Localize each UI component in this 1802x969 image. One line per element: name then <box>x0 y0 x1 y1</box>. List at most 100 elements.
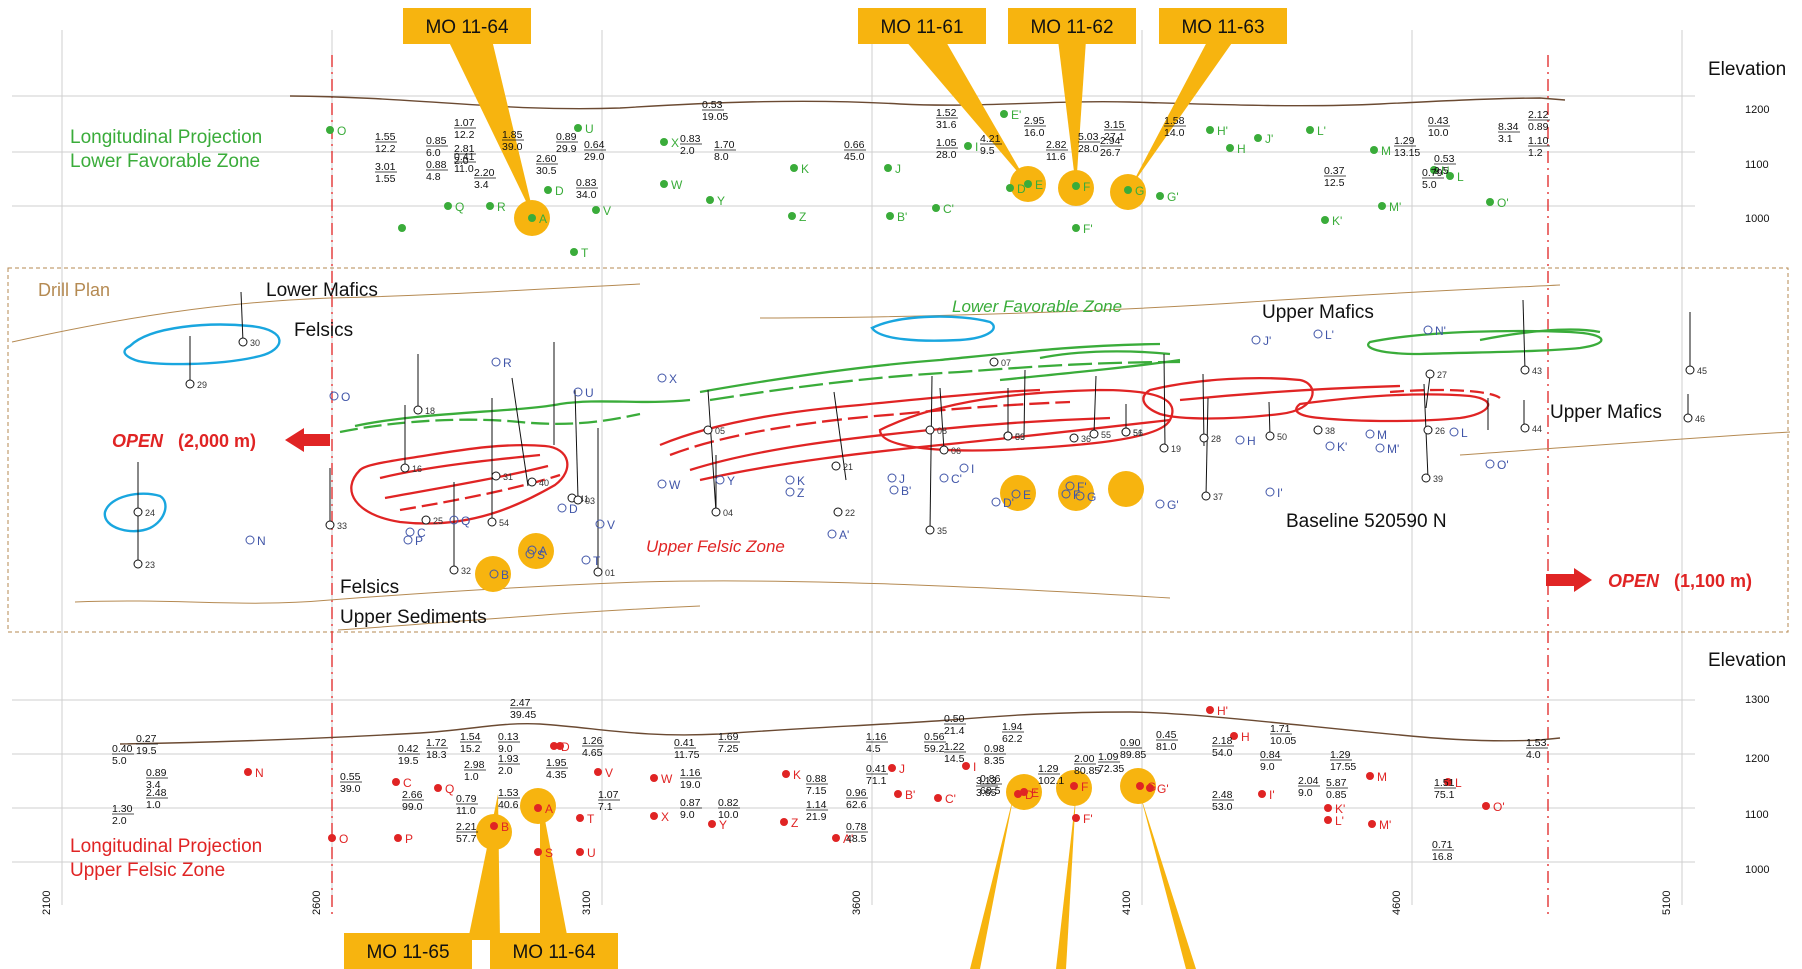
drill-collar <box>133 559 143 569</box>
assay-value: 2.18 <box>1212 735 1233 747</box>
callout-box <box>403 8 531 44</box>
red-point <box>392 778 400 786</box>
green-point <box>964 142 972 150</box>
upper-title-line-2: Lower Favorable Zone <box>70 151 260 172</box>
plan-holes: 2930242333161825325431404103010405212235… <box>133 337 1707 578</box>
plan-marker <box>1265 487 1275 497</box>
drill-collar <box>1685 365 1695 375</box>
drill-hole-number: 35 <box>937 526 947 536</box>
red-point-label: J <box>899 762 905 776</box>
assay-width: 9.0 <box>1260 761 1275 773</box>
easting-tick-label: 4100 <box>1121 891 1133 915</box>
drill-hole-number: 24 <box>145 508 155 518</box>
plan-marker <box>525 549 535 559</box>
highlight-ellipse <box>475 556 511 592</box>
assay-value: 1.85 <box>502 129 523 141</box>
assay-width: 18.3 <box>426 749 447 761</box>
assay-width: 30.5 <box>536 165 557 177</box>
green-point <box>1072 182 1080 190</box>
green-point-label: B' <box>897 210 907 224</box>
assay-width: 48.5 <box>846 833 867 845</box>
green-point <box>486 202 494 210</box>
green-point <box>592 206 600 214</box>
assay-value: 2.95 <box>1024 115 1045 127</box>
assay-width: 7.15 <box>806 785 827 797</box>
green-point-label: H <box>1237 142 1246 156</box>
assay-width: 21.9 <box>806 811 827 823</box>
red-point-label: P <box>405 832 413 846</box>
red-point-label: A <box>545 802 553 816</box>
assay-width: 71.1 <box>866 775 887 787</box>
green-point <box>660 138 668 146</box>
easting-tick-label: 5100 <box>1661 891 1673 915</box>
drill-collar <box>989 357 999 367</box>
assay-width: 3.4 <box>474 179 489 191</box>
plan-marker-label: T <box>593 554 601 568</box>
assay-width: 1.2 <box>1528 147 1543 159</box>
plan-marker <box>939 473 949 483</box>
assay-value: 3.01 <box>375 161 396 173</box>
red-point-label: X <box>661 810 669 824</box>
easting-tick-label: 4600 <box>1391 891 1403 915</box>
red-point <box>244 768 252 776</box>
assay-width: 68.5 <box>980 785 1001 797</box>
assay-value: 0.43 <box>1428 115 1449 127</box>
assay-value: 0.13 <box>498 731 519 743</box>
callout-label: MO 11-63 <box>1181 17 1264 38</box>
green-point <box>706 196 714 204</box>
assay-value: 2.12 <box>1528 109 1549 121</box>
plan-marker <box>245 535 255 545</box>
assay-width: 29.9 <box>556 143 577 155</box>
red-point <box>328 834 336 842</box>
label-felsics-bottom: Felsics <box>340 577 399 598</box>
green-point <box>1446 172 1454 180</box>
assay-width: 11.0 <box>456 805 476 817</box>
callout-beam <box>540 794 568 940</box>
drill-hole-number: 07 <box>1001 358 1011 368</box>
assays-lower: 0.2719.50.405.00.893.42.481.01.302.00.55… <box>112 697 1548 863</box>
assay-value: 0.83 <box>680 133 701 145</box>
assay-width: 89.85 <box>1120 749 1146 761</box>
assay-value: 1.54 <box>460 731 481 743</box>
open-right-word: OPEN <box>1608 571 1660 591</box>
red-point-label: I <box>973 760 976 774</box>
drill-collar <box>1201 491 1211 501</box>
green-point-label: F' <box>1083 222 1093 236</box>
green-point-label: I <box>975 140 978 154</box>
drill-hole-number: 37 <box>1213 492 1223 502</box>
assay-value: 0.50 <box>944 713 965 725</box>
red-point <box>394 834 402 842</box>
green-point <box>1306 126 1314 134</box>
assay-width: 9.0 <box>1298 787 1313 799</box>
plan-marker-label: H <box>1247 434 1256 448</box>
green-point <box>326 126 334 134</box>
plan-marker <box>1155 499 1165 509</box>
geology-contact-2 <box>759 284 1561 319</box>
drill-collar <box>400 463 410 473</box>
assay-width: 5.0 <box>1422 179 1437 191</box>
red-point-label: L' <box>1335 814 1344 828</box>
red-point <box>650 774 658 782</box>
red-point-label: D' <box>1025 788 1036 802</box>
green-point <box>1370 146 1378 154</box>
label-upper-felsic-zone: Upper Felsic Zone <box>646 537 785 556</box>
green-point-label: X <box>671 136 679 150</box>
assay-width: 4.35 <box>546 769 567 781</box>
plan-marker <box>1375 443 1385 453</box>
drill-collar <box>527 477 537 487</box>
assay-width: 7.25 <box>718 743 739 755</box>
assay-width: 4.65 <box>582 747 603 759</box>
label-upper-sediments: Upper Sediments <box>340 607 487 628</box>
plan-marker-label: O' <box>1497 458 1509 472</box>
green-point <box>570 248 578 256</box>
assay-width: 16.0 <box>1024 127 1045 139</box>
plan-marker-label: S <box>537 548 545 562</box>
plan-marker-label: R <box>503 356 512 370</box>
assay-value: 4.21 <box>980 133 1001 145</box>
elevation-tick-label: 1100 <box>1745 809 1769 821</box>
assay-width: 19.5 <box>136 745 157 757</box>
